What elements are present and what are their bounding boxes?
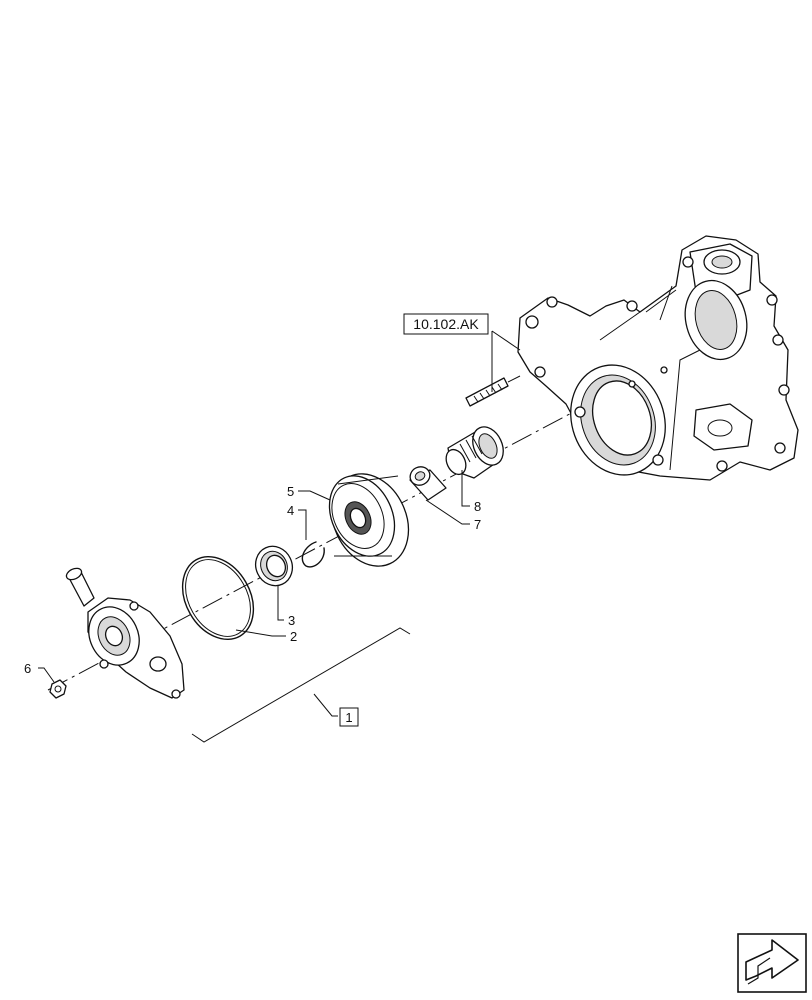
next-page-arrow-icon[interactable] bbox=[737, 933, 807, 993]
callout-8: 8 bbox=[474, 499, 481, 514]
callout-1: 1 bbox=[345, 710, 352, 725]
stud-bolt bbox=[465, 375, 521, 407]
pump-cover bbox=[65, 567, 185, 699]
part-7-sleeve bbox=[409, 466, 447, 501]
part-5-bearing-housing bbox=[328, 473, 410, 567]
part-4-snap-ring bbox=[301, 541, 325, 568]
leader-lines bbox=[38, 330, 521, 743]
callout-3: 3 bbox=[288, 613, 295, 628]
callout-7: 7 bbox=[474, 517, 481, 532]
callout-2: 2 bbox=[290, 629, 297, 644]
callout-6: 6 bbox=[24, 661, 31, 676]
callout-1-box: 1 bbox=[339, 707, 359, 727]
reference-box[interactable]: 10.102.AK bbox=[403, 313, 489, 335]
part-8-shaft bbox=[445, 426, 504, 479]
callout-5: 5 bbox=[287, 484, 294, 499]
callout-4: 4 bbox=[287, 503, 294, 518]
engine-front-cover bbox=[517, 235, 799, 481]
part-6-nut bbox=[49, 679, 67, 699]
part-2-o-ring bbox=[181, 555, 255, 641]
reference-label: 10.102.AK bbox=[413, 316, 479, 332]
part-3-seal bbox=[254, 545, 294, 587]
